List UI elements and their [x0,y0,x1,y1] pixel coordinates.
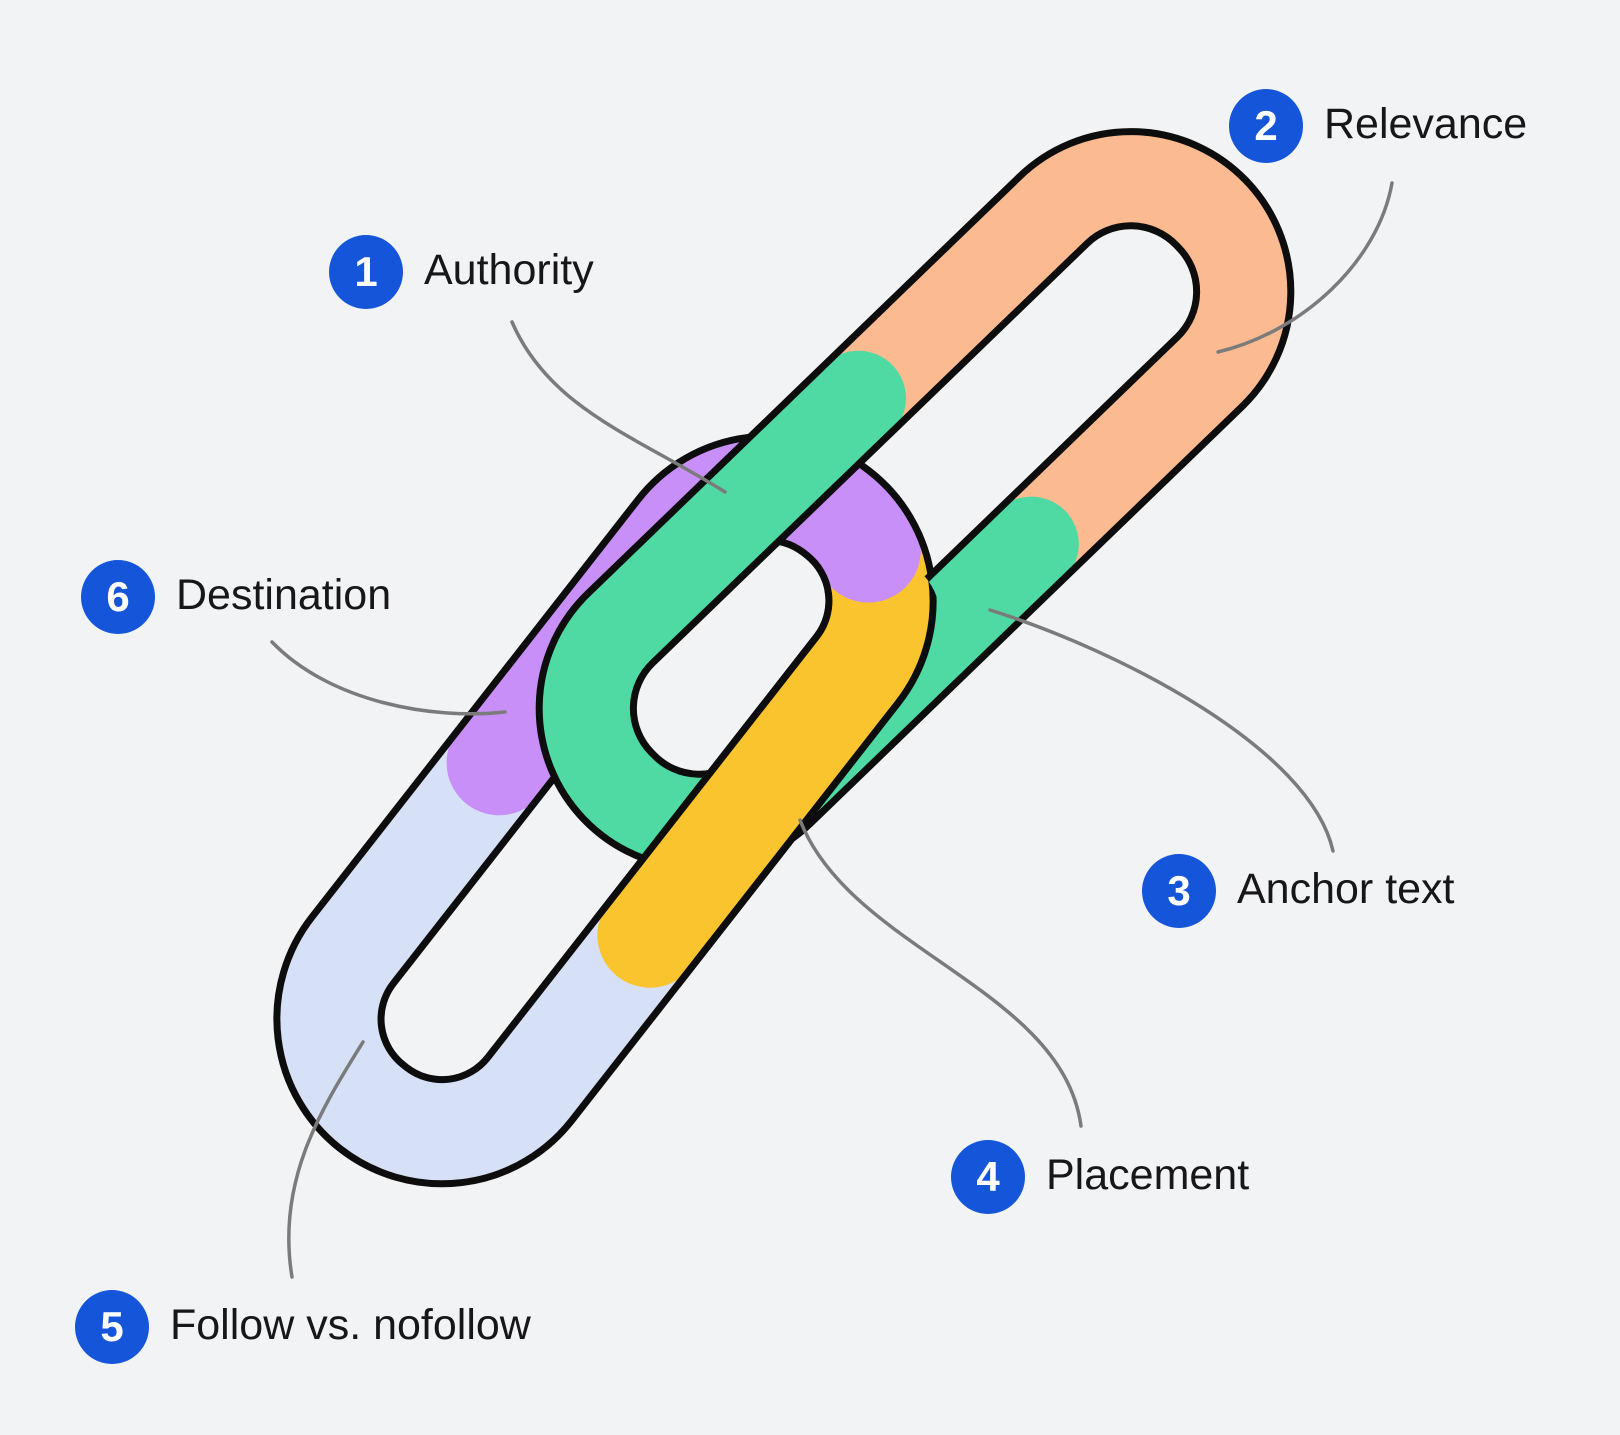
label-placement-text: Placement [1046,1150,1250,1199]
connector-relevance [1216,181,1394,354]
label-follow-vs-nofollow: 5 Follow vs. nofollow [75,1290,531,1364]
connector-placement [798,818,1083,1128]
connector-follow-vs-nofollow [287,1040,365,1279]
label-placement: 4 Placement [951,1140,1249,1214]
front-segment-destination [446,436,921,816]
label-destination-text: Destination [176,570,392,619]
label-follow-vs-nofollow-text: Follow vs. nofollow [170,1300,531,1349]
label-anchor-text: 3 Anchor text [1142,854,1455,928]
badge-1: 1 [329,235,403,309]
connector-lines [270,181,1394,1279]
badge-2: 2 [1229,89,1303,163]
label-authority-text: Authority [424,245,594,294]
connector-anchor-text [988,608,1335,853]
label-anchor-text-text: Anchor text [1237,864,1455,913]
connector-destination [270,640,507,716]
chain-link-top-right [473,65,1357,934]
connector-authority [510,320,727,494]
label-destination: 6 Destination [81,560,391,634]
badge-6: 6 [81,560,155,634]
badge-3: 3 [1142,854,1216,928]
badge-4: 4 [951,1140,1025,1214]
label-relevance: 2 Relevance [1229,89,1527,163]
label-relevance-text: Relevance [1324,99,1528,148]
badge-5: 5 [75,1290,149,1364]
label-authority: 1 Authority [329,235,594,309]
yellow-arm-front-crossing [210,370,999,1251]
